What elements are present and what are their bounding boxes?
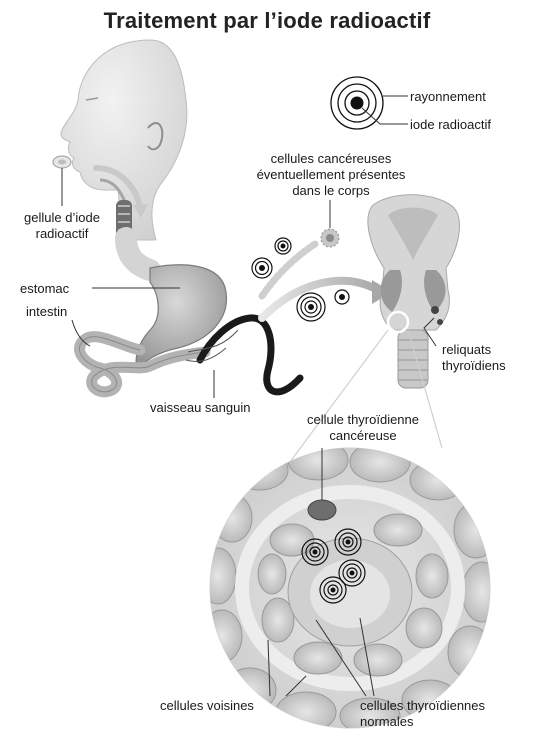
esophagus xyxy=(126,238,150,270)
legend-iodine-label: iode radioactif xyxy=(410,117,491,133)
radiation-marker xyxy=(320,577,346,603)
capsule-icon xyxy=(53,156,71,168)
cancer-thyroid-cell xyxy=(308,500,336,520)
intestine-label: intestin xyxy=(26,304,67,320)
cancer-cells-label: cellules cancéreuses éventuellement prés… xyxy=(229,151,433,199)
blood-vessel-label: vaisseau sanguin xyxy=(150,400,250,416)
radiation-marker xyxy=(335,529,361,555)
radiation-marker xyxy=(275,238,291,254)
blood-vessel xyxy=(200,318,300,392)
cancer-cell-body xyxy=(321,229,339,247)
legend-radiation-symbol xyxy=(331,77,383,129)
tissue-zoom-circle xyxy=(200,440,502,731)
page-title: Traitement par l’iode radioactif xyxy=(0,8,534,34)
stomach-label: estomac xyxy=(20,281,69,297)
radiation-marker xyxy=(297,293,325,321)
legend-radiation-label: rayonnement xyxy=(410,89,486,105)
radiation-marker xyxy=(302,539,328,565)
thyroid-remnants-label: reliquats thyroïdiens xyxy=(442,342,506,374)
cancer-thyroid-cell-label: cellule thyroïdienne cancéreuse xyxy=(288,412,438,444)
normal-thyroid-cells-label: cellules thyroïdiennes normales xyxy=(360,698,485,730)
leader-line xyxy=(362,108,408,124)
capsule-label: gellule d’iode radioactif xyxy=(4,210,120,242)
radiation-marker xyxy=(335,290,349,304)
neighbor-cells-label: cellules voisines xyxy=(160,698,254,714)
radiation-marker xyxy=(252,258,272,278)
